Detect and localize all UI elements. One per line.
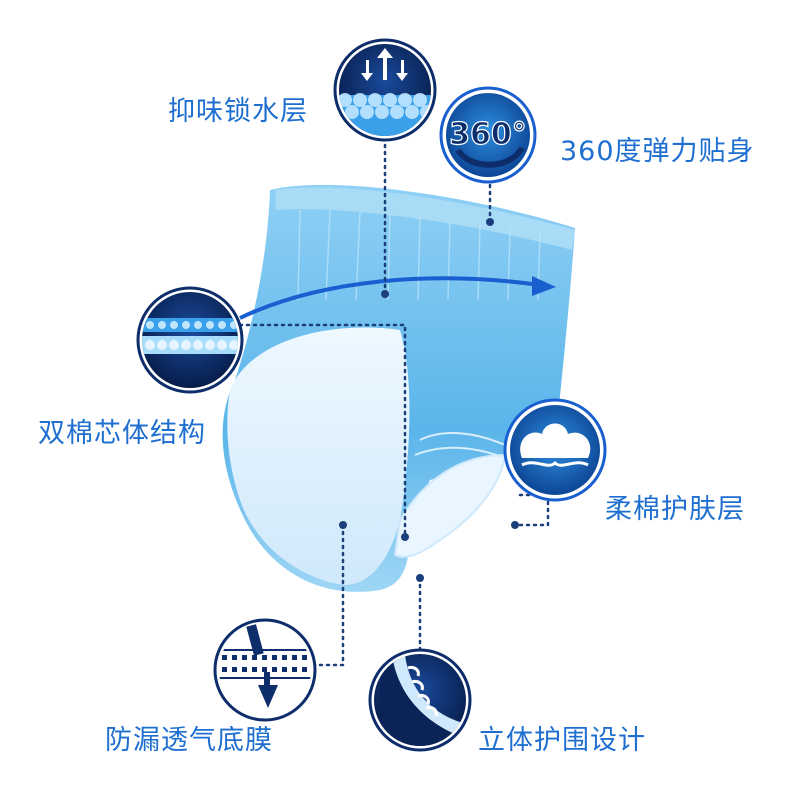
- feature-odor-lock-label: 抑味锁水层: [168, 96, 308, 127]
- feature-breathable-film-label: 防漏透气底膜: [105, 725, 273, 756]
- badge-360-text: 360°: [449, 117, 527, 152]
- rotate-360-icon: 360°: [439, 86, 537, 184]
- feature-360-stretch-label: 360度弹力贴身: [560, 136, 755, 167]
- absorb-layer-icon: [333, 38, 437, 142]
- double-core-icon: [136, 286, 244, 394]
- feature-soft-skin-label: 柔棉护肤层: [605, 494, 745, 525]
- breathable-film-icon: [213, 618, 317, 722]
- pants-diaper-illustration: [222, 184, 575, 592]
- cotton-cloud-icon: [503, 398, 607, 502]
- stretch-arrow: [239, 276, 541, 320]
- leak-guard-icon: [368, 648, 472, 752]
- feature-double-core-label: 双棉芯体结构: [38, 418, 206, 449]
- feature-leak-guard-label: 立体护围设计: [478, 725, 646, 756]
